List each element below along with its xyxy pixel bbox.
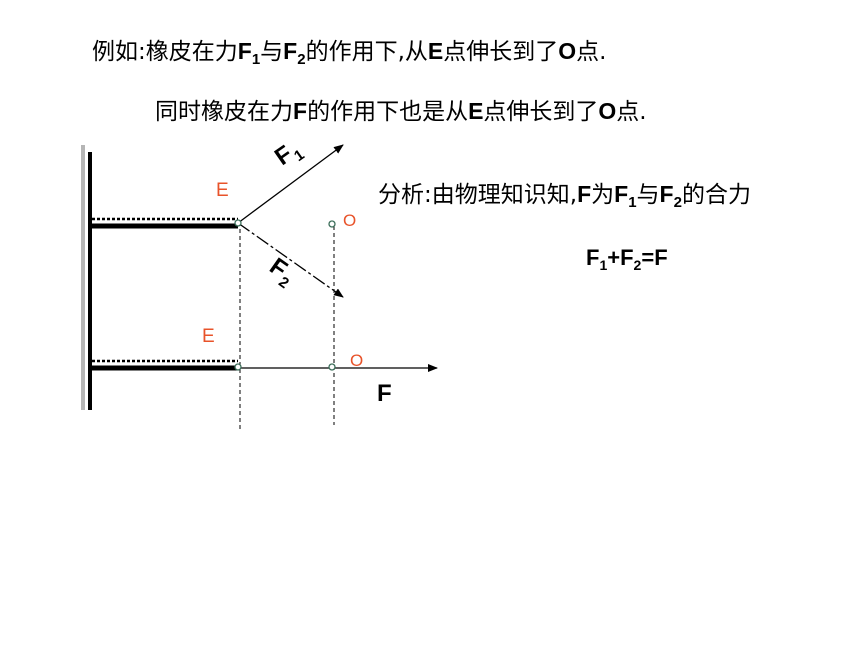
label-E-top: E [216,180,229,201]
analysis-statement: 分析:由物理知识知,F为F1与F2的合力 [378,181,751,211]
example-statement: 例如:橡皮在力F1与F2的作用下,从E点伸长到了O点. [92,38,607,68]
vector-F2 [237,222,344,298]
point-E-top [234,219,242,227]
label-O-bottom: O [350,351,363,370]
point-O-top [328,220,336,228]
label-E-bottom: E [202,326,215,347]
vector-F1 [237,144,344,224]
label-F: F [377,380,392,407]
rubber-band-bottom [92,359,238,371]
single-force-statement: 同时橡皮在力F的作用下也是从E点伸长到了O点. [155,98,647,125]
point-O-bottom [328,363,336,371]
label-F2: F 2 [265,253,293,292]
label-F1: F 1 [270,140,308,171]
wall [81,145,85,410]
wall-edge [88,152,92,410]
resultant-formula: F1+F2=F [586,245,668,273]
label-O-top: O [343,211,356,230]
rubber-band-top [92,217,238,229]
point-E-bottom [234,363,242,371]
